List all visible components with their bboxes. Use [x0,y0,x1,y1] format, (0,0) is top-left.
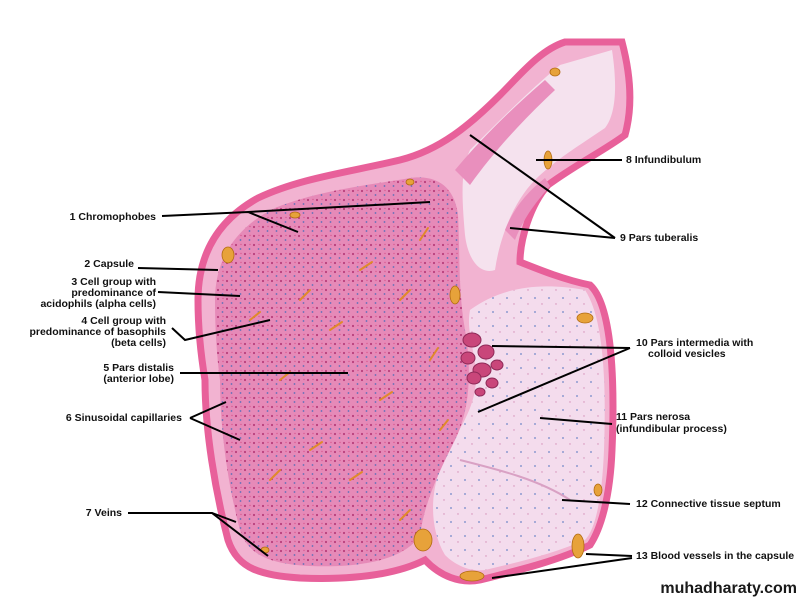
leader-line-9b [509,227,616,239]
label-pars-tuberalis: 9 Pars tuberalis [620,232,699,244]
leader-line-11 [539,417,613,425]
pars-tuberalis-band [455,80,555,185]
label-pars-intermedia-2: colloid vesicles [648,348,726,360]
label-sinusoidal-capillaries: 6 Sinusoidal capillaries [65,412,182,424]
leader-line-3 [157,291,241,297]
label-cell-group-beta-1: 4 Cell group with [81,315,166,327]
label-pars-intermedia-1: 10 Pars intermedia with [636,337,754,349]
leader-line-10a [491,345,631,349]
leader-line-13a [585,553,633,557]
label-cell-group-alpha-2: predominance of [71,287,156,299]
label-pars-nerosa-2: (infundibular process) [616,423,727,435]
leader-lines [128,134,633,579]
leader-line-6a [189,401,227,419]
leader-line-1b [247,201,431,213]
label-cell-group-alpha-1: 3 Cell group with [71,276,156,288]
label-capsule: 2 Capsule [84,258,134,270]
label-cell-group-alpha-3: acidophils (alpha cells) [40,298,156,310]
leader-line-10b [477,347,631,413]
label-cell-group-beta-3: (beta cells) [111,337,166,349]
label-pars-nerosa-1: 11 Pars nerosa [616,411,691,423]
leader-line-12 [561,499,631,505]
colloid-vesicles [460,332,504,397]
leader-line-9a [469,134,616,239]
label-chromophobes: 1 Chromophobes [69,211,156,223]
leader-line-13b [491,557,633,579]
label-connective-tissue-septum: 12 Connective tissue septum [636,498,781,510]
label-pars-distalis-1: 5 Pars distalis [103,362,174,374]
label-pars-distalis-2: (anterior lobe) [103,373,174,385]
sinusoid-streaks [249,227,449,521]
label-veins: 7 Veins [85,507,122,519]
leader-line-2 [137,267,219,271]
leader-line-4 [171,319,271,342]
label-cell-group-beta-2: predominance of basophils [29,326,166,338]
connective-tissue-septum [459,459,571,501]
leader-line-6b [189,417,241,441]
leader-line-7b [211,512,269,557]
watermark: muhadharaty.com [660,580,797,597]
label-blood-vessels-capsule: 13 Blood vessels in the capsule [636,550,795,562]
label-infundibulum: 8 Infundibulum [626,154,702,166]
